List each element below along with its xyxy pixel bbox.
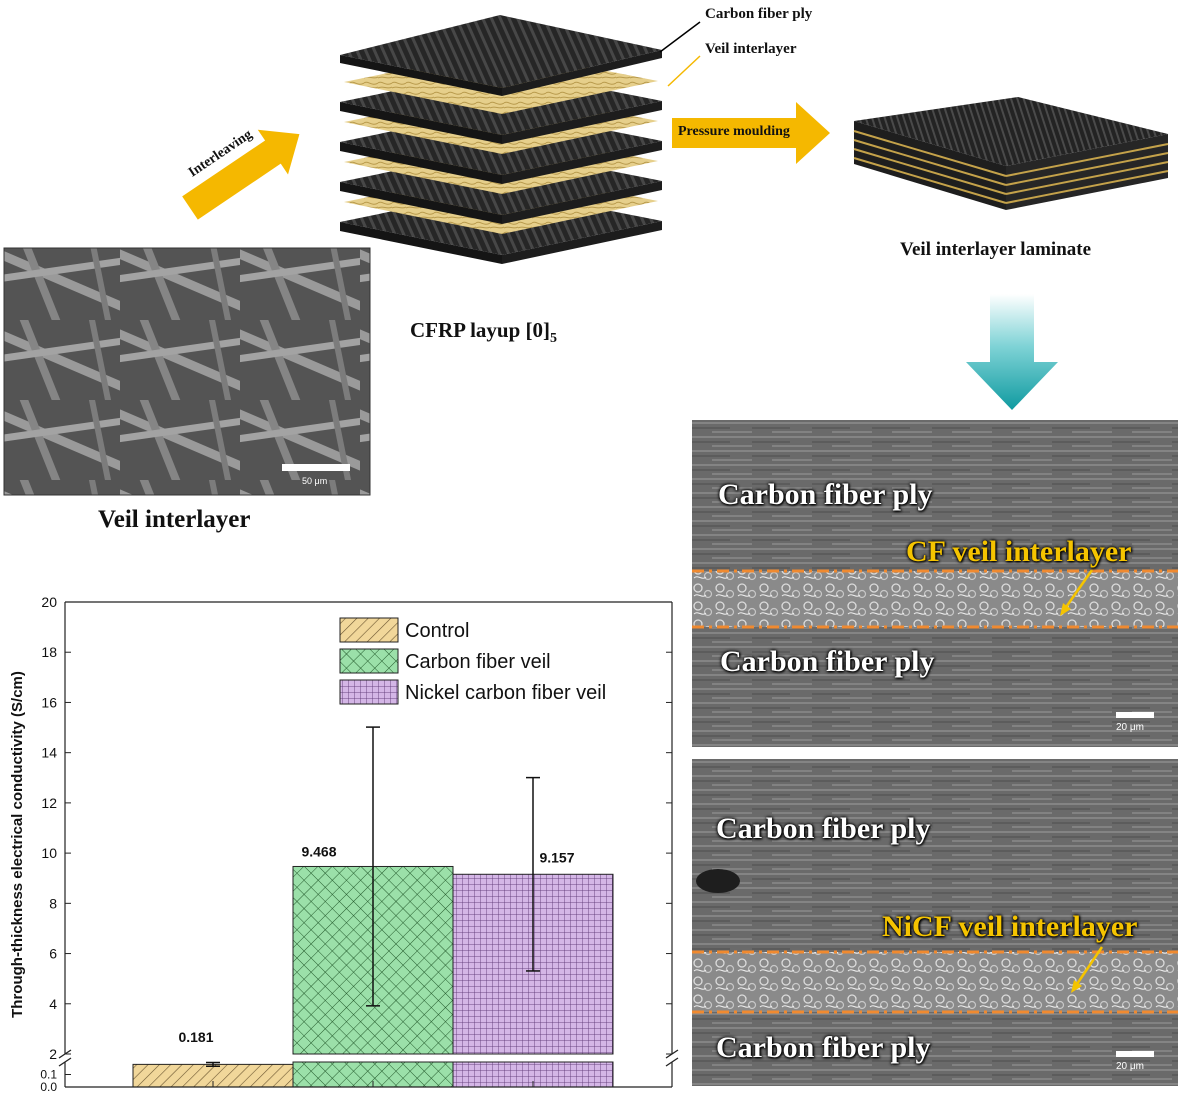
scale-label: 20 μm: [1116, 1061, 1144, 1072]
interlayer-pointer: [1062, 569, 1094, 611]
bar-lower-segment: [292, 1061, 454, 1088]
axis-break-mark: [58, 1057, 72, 1067]
interlayer-label: NiCF veil interlayer: [882, 910, 1138, 943]
cfrp-layup-caption: CFRP layup [0]5: [410, 318, 557, 347]
leader-line: [659, 21, 701, 53]
laminate-caption: Veil interlayer laminate: [900, 239, 1092, 260]
y-tick-label: 14: [41, 745, 57, 761]
ply-bottom-label: Carbon fiber ply: [716, 1031, 931, 1064]
axis-break-mark: [665, 1057, 679, 1067]
cfrp-layup-text: CFRP layup [0]: [410, 318, 551, 342]
legend-swatch: [339, 679, 399, 705]
layup-schematic: [3, 15, 1169, 496]
y-tick-label: 16: [41, 694, 57, 710]
data-label: 9.468: [301, 843, 336, 859]
sem-panel-cf: Carbon fiber ply CF veil interlayer Carb…: [692, 420, 1178, 747]
y-tick-label: 8: [49, 895, 57, 911]
y-tick-label: 2: [49, 1046, 57, 1062]
y-tick-label: 0.1: [40, 1068, 57, 1082]
legend-swatch: [339, 648, 399, 674]
ply-layer: [340, 15, 662, 96]
y-tick-label: 0.0: [40, 1080, 57, 1094]
laminate-block: [853, 97, 1169, 210]
cfrp-layup-subscript: 5: [550, 331, 558, 347]
scale-label: 20 μm: [1116, 722, 1144, 733]
veil-interlayer-label: Veil interlayer: [705, 41, 797, 57]
veil-sem-image: [3, 247, 371, 496]
pressure-moulding-arrow: [672, 102, 830, 164]
sem-panel-nicf: Carbon fiber ply NiCF veil interlayer Ca…: [692, 759, 1178, 1086]
ply-bottom-label: Carbon fiber ply: [720, 645, 935, 678]
y-tick-label: 20: [41, 594, 57, 610]
y-tick-label: 4: [49, 996, 57, 1012]
ply-stack: [340, 15, 662, 264]
interleaving-arrow: [182, 129, 300, 220]
leader-line: [667, 55, 701, 87]
y-tick-label: 18: [41, 644, 57, 660]
legend-label: Nickel carbon fiber veil: [405, 682, 606, 704]
sem-scale-label: 50 μm: [302, 476, 328, 486]
data-label: 9.157: [539, 849, 574, 865]
scale-bar: [1116, 712, 1154, 718]
pressure-moulding-label: Pressure moulding: [678, 124, 790, 139]
y-tick-label: 6: [49, 946, 57, 962]
legend-label: Carbon fiber veil: [405, 651, 551, 673]
ply-top-label: Carbon fiber ply: [716, 812, 931, 845]
y-tick-label: 12: [41, 795, 57, 811]
y-axis-label: Through-thickness electrical conductivit…: [9, 671, 26, 1018]
scale-bar: [1116, 1051, 1154, 1057]
legend-swatch: [339, 617, 399, 643]
y-tick-label: 10: [41, 845, 57, 861]
axis-break-gap: [63, 1055, 684, 1061]
conductivity-chart: 0.181 9.468 9.157 2 4 6 8 10 12 14 16 18 20 0.00.1 Thr…: [9, 594, 684, 1094]
ply-top-label: Carbon fiber ply: [718, 478, 933, 511]
veil-interlayer-caption: Veil interlayer: [98, 506, 251, 533]
teal-down-arrow: [966, 294, 1058, 410]
interlayer-pointer: [1073, 946, 1104, 988]
scale-bar: [282, 464, 350, 471]
interlayer-label: CF veil interlayer: [906, 535, 1132, 568]
carbon-fiber-ply-label: Carbon fiber ply: [705, 6, 813, 22]
legend-label: Control: [405, 620, 469, 642]
data-label: 0.181: [178, 1029, 213, 1045]
